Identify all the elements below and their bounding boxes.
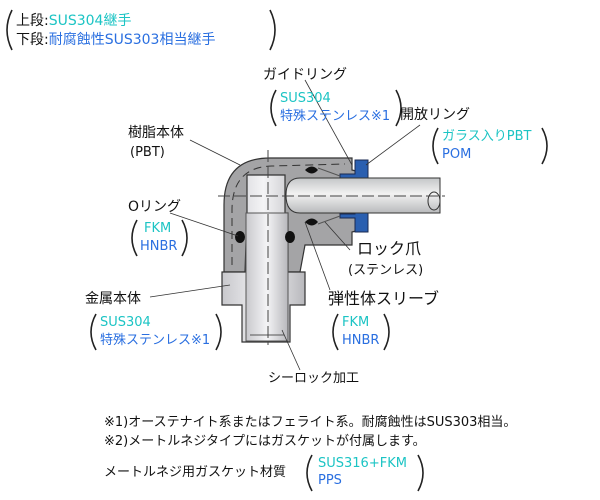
release-ring-label: 開放リング [400,107,470,123]
note-1: ※1)オーステナイト系またはフェライト系。耐腐蝕性はSUS303相当。 [104,415,517,430]
guide-ring-label: ガイドリング [263,67,347,83]
metal-body-material-1: SUS304 [100,315,151,330]
metal-body-bracket-close [215,313,222,351]
metal-body-label: 金属本体 [85,291,141,307]
legend-bracket-open [6,9,13,51]
guide-ring-material-2: 特殊ステンレス※1 [280,109,391,124]
sleeve-bracket-close [383,313,390,351]
legend-upper: 上段:SUS304継手 [16,12,131,30]
sleeve-bracket-open [332,313,339,351]
legend-lower-value: 耐腐蝕性SUS303相当継手 [48,32,216,48]
resin-body-label: 樹脂本体 [128,125,184,141]
note-2: ※2)メートルネジタイプにはガスケットが付属します。 [104,434,426,449]
lock-claw-material: (ステンレス) [348,263,424,278]
sleeve-material-1: FKM [342,315,370,330]
gasket-material-2: PPS [318,473,342,488]
o-ring-right [285,231,295,243]
legend-lower: 下段:耐腐蝕性SUS303相当継手 [16,31,215,49]
legend-lower-label: 下段: [16,32,49,48]
legend-upper-label: 上段: [16,13,49,29]
guide-ring-material-1: SUS304 [280,91,331,106]
gasket-label: メートルネジ用ガスケット材質 [104,465,287,480]
o-ring-bracket-open [131,219,138,257]
guide-ring-bracket-open [270,89,277,127]
sleeve-label: 弾性体スリーブ [328,289,440,308]
metal-body-material-2: 特殊ステンレス※1 [100,333,211,348]
gasket-bracket-open [306,454,313,492]
resin-body-material: (PBT) [130,145,165,160]
o-ring-bracket-close [181,219,188,257]
legend-upper-value: SUS304継手 [48,13,132,29]
release-ring-material-1: ガラス入りPBT [442,129,532,144]
release-ring-bracket-open [432,127,439,165]
o-ring-label: Oリング [128,199,182,215]
gasket-material-1: SUS316+FKM [318,456,407,471]
release-ring-material-2: POM [442,147,472,162]
o-ring-left [235,231,245,243]
gasket-bracket-close [417,454,424,492]
o-ring-material-2: HNBR [140,239,178,254]
o-ring-material-1: FKM [144,221,172,236]
release-ring-bracket-close [541,127,548,165]
seal-lock-label: シーロック加工 [268,371,360,386]
guide-ring-bracket-close [395,89,402,127]
metal-body-bracket-open [90,313,97,351]
brackets [6,9,548,492]
sleeve-material-2: HNBR [342,333,380,348]
legend-bracket-close [269,9,276,51]
lock-claw-label: ロック爪 [357,239,422,258]
